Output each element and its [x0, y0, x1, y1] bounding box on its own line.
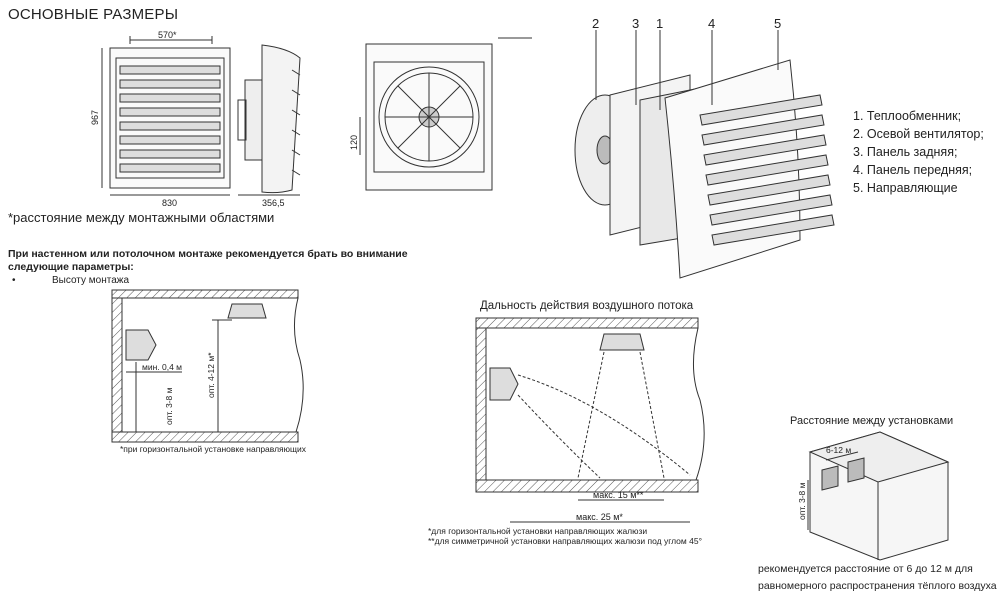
airflow-diagram — [475, 317, 705, 523]
exploded-view-drawing — [574, 30, 835, 279]
spacing-unit-2 — [847, 457, 865, 483]
opt-ceiling-label: опт. 4-12 м* — [206, 352, 216, 398]
mounting-height-diagram — [111, 289, 304, 443]
spacing-diagram — [807, 431, 950, 561]
bullet-text: Высоту монтажа — [52, 275, 130, 286]
airflow-footnote-2: **для симметричной установки направляющи… — [428, 536, 702, 546]
callout-1: 1 — [656, 16, 663, 31]
spacing-title: Расстояние между установками — [790, 415, 954, 427]
guides-exploded — [699, 94, 835, 246]
front-view-drawing — [101, 36, 231, 196]
dim-height: 967 — [90, 110, 100, 125]
legend-item-4: 4. Панель передняя; — [853, 163, 973, 177]
ceiling-heater — [227, 303, 267, 319]
spacing-recommendation-1: рекомендуется расстояние от 6 до 12 м дл… — [758, 563, 973, 575]
mounting-instruction: При настенном или потолочном монтаже рек… — [8, 248, 408, 273]
back-view-drawing — [359, 37, 532, 191]
max15-label: макс. 15 м** — [593, 490, 644, 500]
airflow-title: Дальность действия воздушного потока — [480, 300, 694, 312]
dim-width-mounting: 570* — [158, 30, 177, 40]
mounting-footnote: *при горизонтальной установке направляющ… — [120, 444, 307, 454]
callout-2: 2 — [592, 16, 599, 31]
airflow-footnote-1: *для горизонтальной установки направляющ… — [428, 526, 648, 536]
airflow-wall-heater — [489, 367, 519, 401]
callout-5: 5 — [774, 16, 781, 31]
mounting-distance-note: *расстояние между монтажными областями — [8, 210, 275, 225]
wall-heater — [125, 329, 157, 361]
dim-width-total: 830 — [162, 198, 177, 208]
spacing-recommendation-2: равномерного распространения тёплого воз… — [758, 580, 997, 592]
front-louvers — [119, 65, 221, 173]
callout-3: 3 — [632, 16, 639, 31]
spacing-unit-1 — [821, 465, 839, 491]
opt-wall-label: опт. 3-8 м — [164, 387, 174, 425]
bullet-item: • Высоту монтажа — [12, 275, 129, 286]
page-title: ОСНОВНЫЕ РАЗМЕРЫ — [8, 6, 179, 23]
dim-depth: 356,5 — [262, 198, 285, 208]
dim-offset: 120 — [349, 135, 359, 150]
side-view-drawing — [237, 44, 301, 196]
legend-item-3: 3. Панель задняя; — [853, 145, 958, 159]
callout-4: 4 — [708, 16, 715, 31]
spacing-height: опт. 3-8 м — [797, 482, 807, 520]
fan-ring — [378, 66, 480, 168]
parts-legend: 1. Теплообменник; 2. Осевой вентилятор; … — [853, 107, 984, 197]
bullet-symbol: • — [12, 275, 16, 286]
max25-label: макс. 25 м* — [576, 512, 623, 522]
spacing-distance: 6-12 м — [826, 445, 851, 455]
airflow-ceiling-heater — [599, 333, 645, 351]
min-height-label: мин. 0,4 м — [142, 362, 182, 372]
legend-item-5: 5. Направляющие — [853, 181, 958, 195]
legend-item-1: 1. Теплообменник; — [853, 109, 962, 123]
legend-item-2: 2. Осевой вентилятор; — [853, 127, 984, 141]
